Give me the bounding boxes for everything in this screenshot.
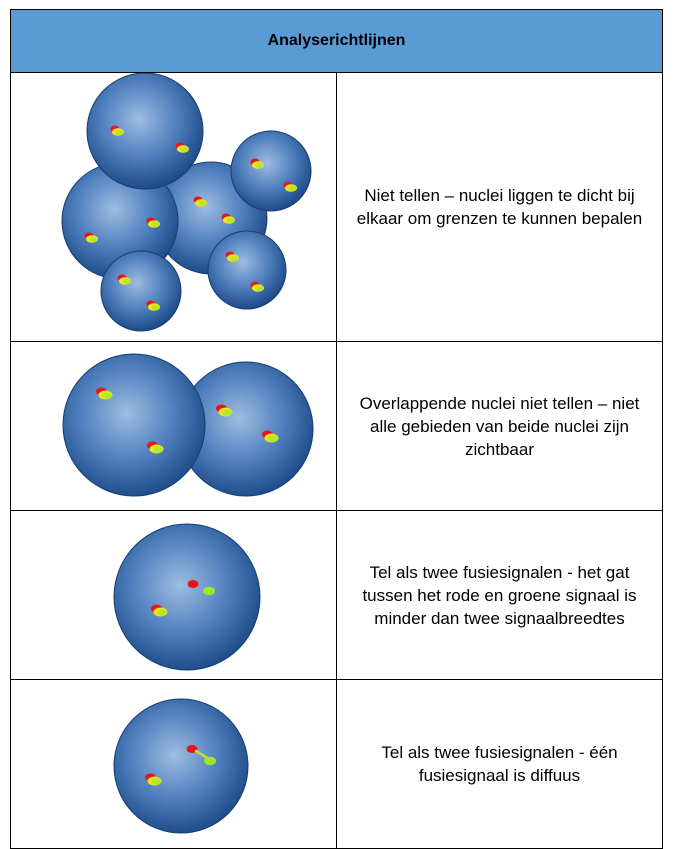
fusion-signals — [151, 580, 215, 617]
nucleus — [113, 698, 249, 834]
diffuse-signal-illustration — [113, 698, 249, 834]
nucleus — [113, 523, 261, 671]
fusion-signals — [84, 125, 297, 311]
guideline-row-4: Tel als twee fusiesignalen - één fusiesi… — [10, 679, 663, 849]
nucleus — [207, 230, 287, 310]
close-signals-illustration — [113, 523, 261, 671]
header-row: Analyserichtlijnen — [10, 9, 663, 73]
guideline-row-2: Overlappende nuclei niet tellen – niet a… — [10, 341, 663, 511]
nucleus — [230, 130, 312, 212]
guideline-text-1: Niet tellen – nuclei liggen te dicht bij… — [336, 72, 663, 342]
overlapping-nuclei-illustration — [62, 353, 314, 497]
clustered-nuclei-illustration — [61, 73, 312, 332]
green-signal — [203, 586, 215, 596]
illustration-cell-3 — [10, 510, 337, 680]
fusion-signals — [96, 387, 279, 454]
analysis-guidelines-table: Analyserichtlijnen — [10, 9, 663, 849]
nucleus — [100, 250, 182, 332]
guideline-text-3: Tel als twee fusiesignalen - het gat tus… — [336, 510, 663, 680]
red-signal — [187, 580, 199, 588]
guideline-text-4: Tel als twee fusiesignalen - één fusiesi… — [336, 679, 663, 849]
nucleus — [62, 353, 206, 497]
illustration-cell-4 — [10, 679, 337, 849]
green-signal — [204, 756, 216, 766]
guideline-row-3: Tel als twee fusiesignalen - het gat tus… — [10, 510, 663, 680]
table-header: Analyserichtlijnen — [10, 9, 663, 73]
illustration-cell-2 — [10, 341, 337, 511]
illustration-cell-1 — [10, 72, 337, 342]
fusion-signals — [145, 745, 216, 786]
nucleus — [86, 73, 204, 190]
guideline-text-2: Overlappende nuclei niet tellen – niet a… — [336, 341, 663, 511]
guideline-row-1: Niet tellen – nuclei liggen te dicht bij… — [10, 72, 663, 342]
